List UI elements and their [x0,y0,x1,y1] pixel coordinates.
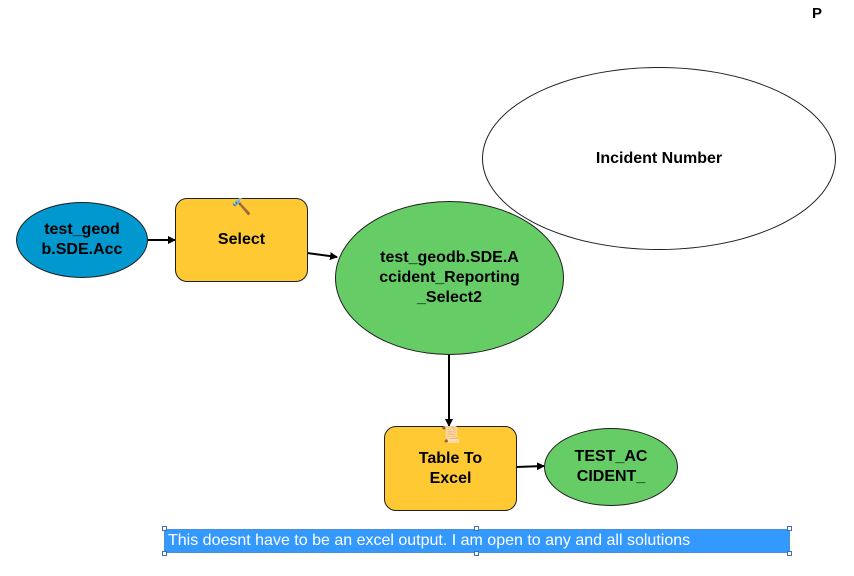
selection-handle[interactable] [162,526,167,531]
select-output-label: test_geodb.SDE.A ccident_Reporting _Sele… [379,249,520,306]
hammer-icon: 🔨 [231,199,252,216]
input-data-node[interactable]: test_geod b.SDE.Acc [16,202,148,278]
selection-handle[interactable] [474,551,479,556]
script-icon: 📜 [440,427,461,444]
selection-handle[interactable] [474,526,479,531]
incident-number-label: Incident Number [595,149,723,167]
table-to-excel-label: Table To Excel [418,449,483,487]
input-data-label: test_geod b.SDE.Acc [41,221,123,258]
corner-letter: P [812,5,823,22]
select-tool-node[interactable]: 🔨 Select [175,198,308,282]
table-to-excel-tool-node[interactable]: 📜 Table To Excel [384,426,517,511]
select-tool-label: Select [217,231,266,248]
note-text: This doesnt have to be an excel output. … [168,532,691,549]
selection-handle[interactable] [787,526,792,531]
selection-handle[interactable] [162,551,167,556]
select-output-node[interactable]: test_geodb.SDE.A ccident_Reporting _Sele… [335,201,564,355]
excel-output-label: TEST_AC CIDENT_ [574,448,648,485]
selection-handle[interactable] [787,551,792,556]
connector-select-to-output [306,252,338,261]
incident-number-node[interactable]: Incident Number [482,67,836,250]
note-textbox[interactable]: This doesnt have to be an excel output. … [164,529,790,553]
connector-table-to-excel-to-result [515,462,545,471]
excel-output-node[interactable]: TEST_AC CIDENT_ [544,428,678,506]
